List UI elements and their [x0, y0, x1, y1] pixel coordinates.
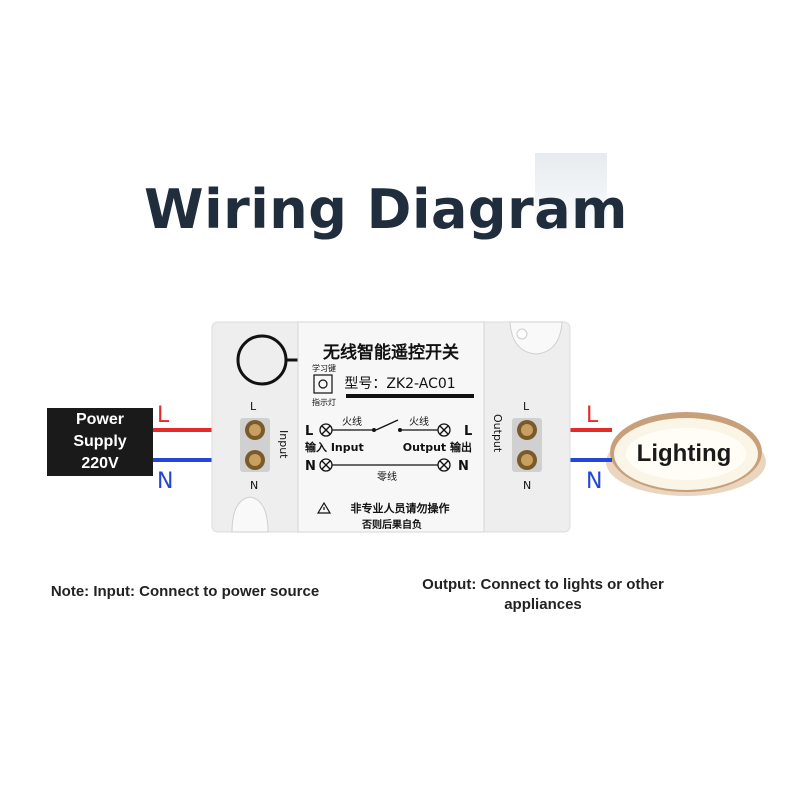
- note-output: Output: Connect to lights or other appli…: [380, 575, 706, 615]
- left-N-letter: N: [157, 469, 173, 494]
- live-wire-right-label: 火线: [409, 415, 429, 428]
- neutral-wire-label: 零线: [377, 470, 397, 483]
- screw-terminals: [240, 418, 542, 472]
- side-left-L: L: [250, 400, 257, 413]
- right-N-letter: N: [586, 469, 602, 494]
- title-decoration: [535, 153, 607, 235]
- note-input: Note: Input: Connect to power source: [50, 583, 320, 600]
- model-label: 型号：ZK2-AC01: [344, 376, 455, 392]
- switch-module: L N Input L N Output 无线智能遥控开关 学习键 指示灯 型号…: [211, 321, 571, 533]
- lighting-fixture: [606, 412, 766, 496]
- learn-button-icon: [313, 374, 333, 394]
- note-output-line1: Output: Connect to lights or other: [422, 576, 664, 593]
- lighting-label: Lighting: [637, 440, 732, 467]
- power-line1: Power: [75, 411, 124, 428]
- term-N-left: N: [305, 459, 316, 474]
- power-supply-box: Power Supply 220V: [47, 408, 153, 476]
- learn-key-label: 学习键: [312, 363, 336, 373]
- side-right-L: L: [523, 400, 530, 413]
- input-label: 输入 Input: [305, 440, 364, 454]
- output-label: Output 输出: [403, 440, 472, 454]
- side-left-input: Input: [277, 430, 290, 459]
- side-left-N: N: [250, 479, 258, 492]
- warning-line2: 否则后果自负: [361, 518, 422, 531]
- power-line2: Supply: [73, 433, 127, 450]
- indicator-label: 指示灯: [312, 397, 336, 407]
- side-right-N: N: [523, 479, 531, 492]
- live-wire-left-label: 火线: [342, 415, 362, 428]
- right-L-letter: L: [586, 403, 599, 428]
- term-L-left: L: [305, 424, 313, 439]
- term-N-right: N: [458, 459, 469, 474]
- page-title: Wiring Diagram: [144, 178, 628, 241]
- warning-icon: [316, 501, 332, 514]
- module-name: 无线智能遥控开关: [322, 342, 459, 363]
- warning-line1: 非专业人员请勿操作: [351, 501, 450, 515]
- left-L-letter: L: [157, 403, 170, 428]
- term-L-right: L: [464, 424, 472, 439]
- power-line3: 220V: [81, 455, 119, 472]
- side-right-output: Output: [491, 414, 504, 453]
- note-output-line2: appliances: [504, 596, 582, 613]
